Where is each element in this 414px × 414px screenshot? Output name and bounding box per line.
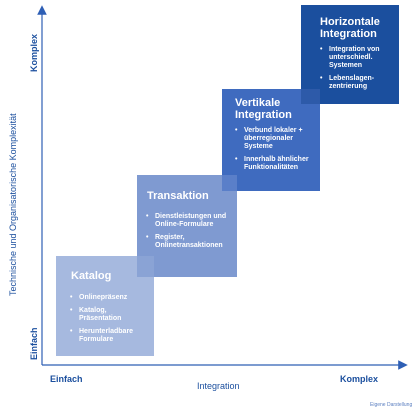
overlap-region: [137, 256, 154, 277]
stage-title: Transaktion: [147, 190, 209, 202]
stage-bullet: Dienstleistungen und Online-Formulare: [146, 213, 234, 229]
stage-bullet-list: Dienstleistungen und Online-Formulare Re…: [146, 213, 234, 255]
stage-bullet: Verbund lokaler + überregionaler Systeme: [235, 127, 317, 151]
stage-bullet: Katalog, Präsentation: [70, 307, 150, 323]
stage-bullet: Herunterladbare Formulare: [70, 328, 150, 344]
y-axis-title: Technische und Organisatorische Komplexi…: [8, 113, 18, 296]
stage-title: Vertikale Integration: [235, 97, 292, 121]
stage-bullet: Integration von unterschiedl. Systemen: [320, 46, 396, 70]
stage-horizontale-integration-box: Horizontale Integration Integration von …: [301, 5, 399, 104]
stage-bullet: Lebenslagen-zentrierung: [320, 75, 396, 91]
x-axis-low-label: Einfach: [50, 374, 83, 384]
y-axis-high-label: Komplex: [29, 33, 39, 72]
stage-vertikale-integration-box: Vertikale Integration Verbund lokaler + …: [222, 89, 320, 191]
source-credit: Eigene Darstellung: [370, 402, 413, 408]
x-axis-high-label: Komplex: [340, 374, 379, 384]
stage-title: Horizontale Integration: [320, 16, 380, 40]
overlap-region: [301, 89, 320, 104]
stage-bullet: Register, Onlinetransaktionen: [146, 234, 234, 250]
y-axis-low-label: Einfach: [29, 327, 39, 360]
overlap-region: [222, 175, 237, 191]
stage-bullet: Innerhalb ähnlicher Funktionalitäten: [235, 156, 317, 172]
stage-title: Katalog: [71, 270, 112, 282]
stage-bullet-list: Verbund lokaler + überregionaler Systeme…: [235, 127, 317, 177]
stage-bullet-list: Integration von unterschiedl. Systemen L…: [320, 46, 396, 96]
x-axis-title: Integration: [197, 381, 240, 391]
stage-bullet: Onlinepräsenz: [70, 294, 150, 302]
stage-bullet-list: Onlinepräsenz Katalog, Präsentation Heru…: [70, 294, 150, 349]
